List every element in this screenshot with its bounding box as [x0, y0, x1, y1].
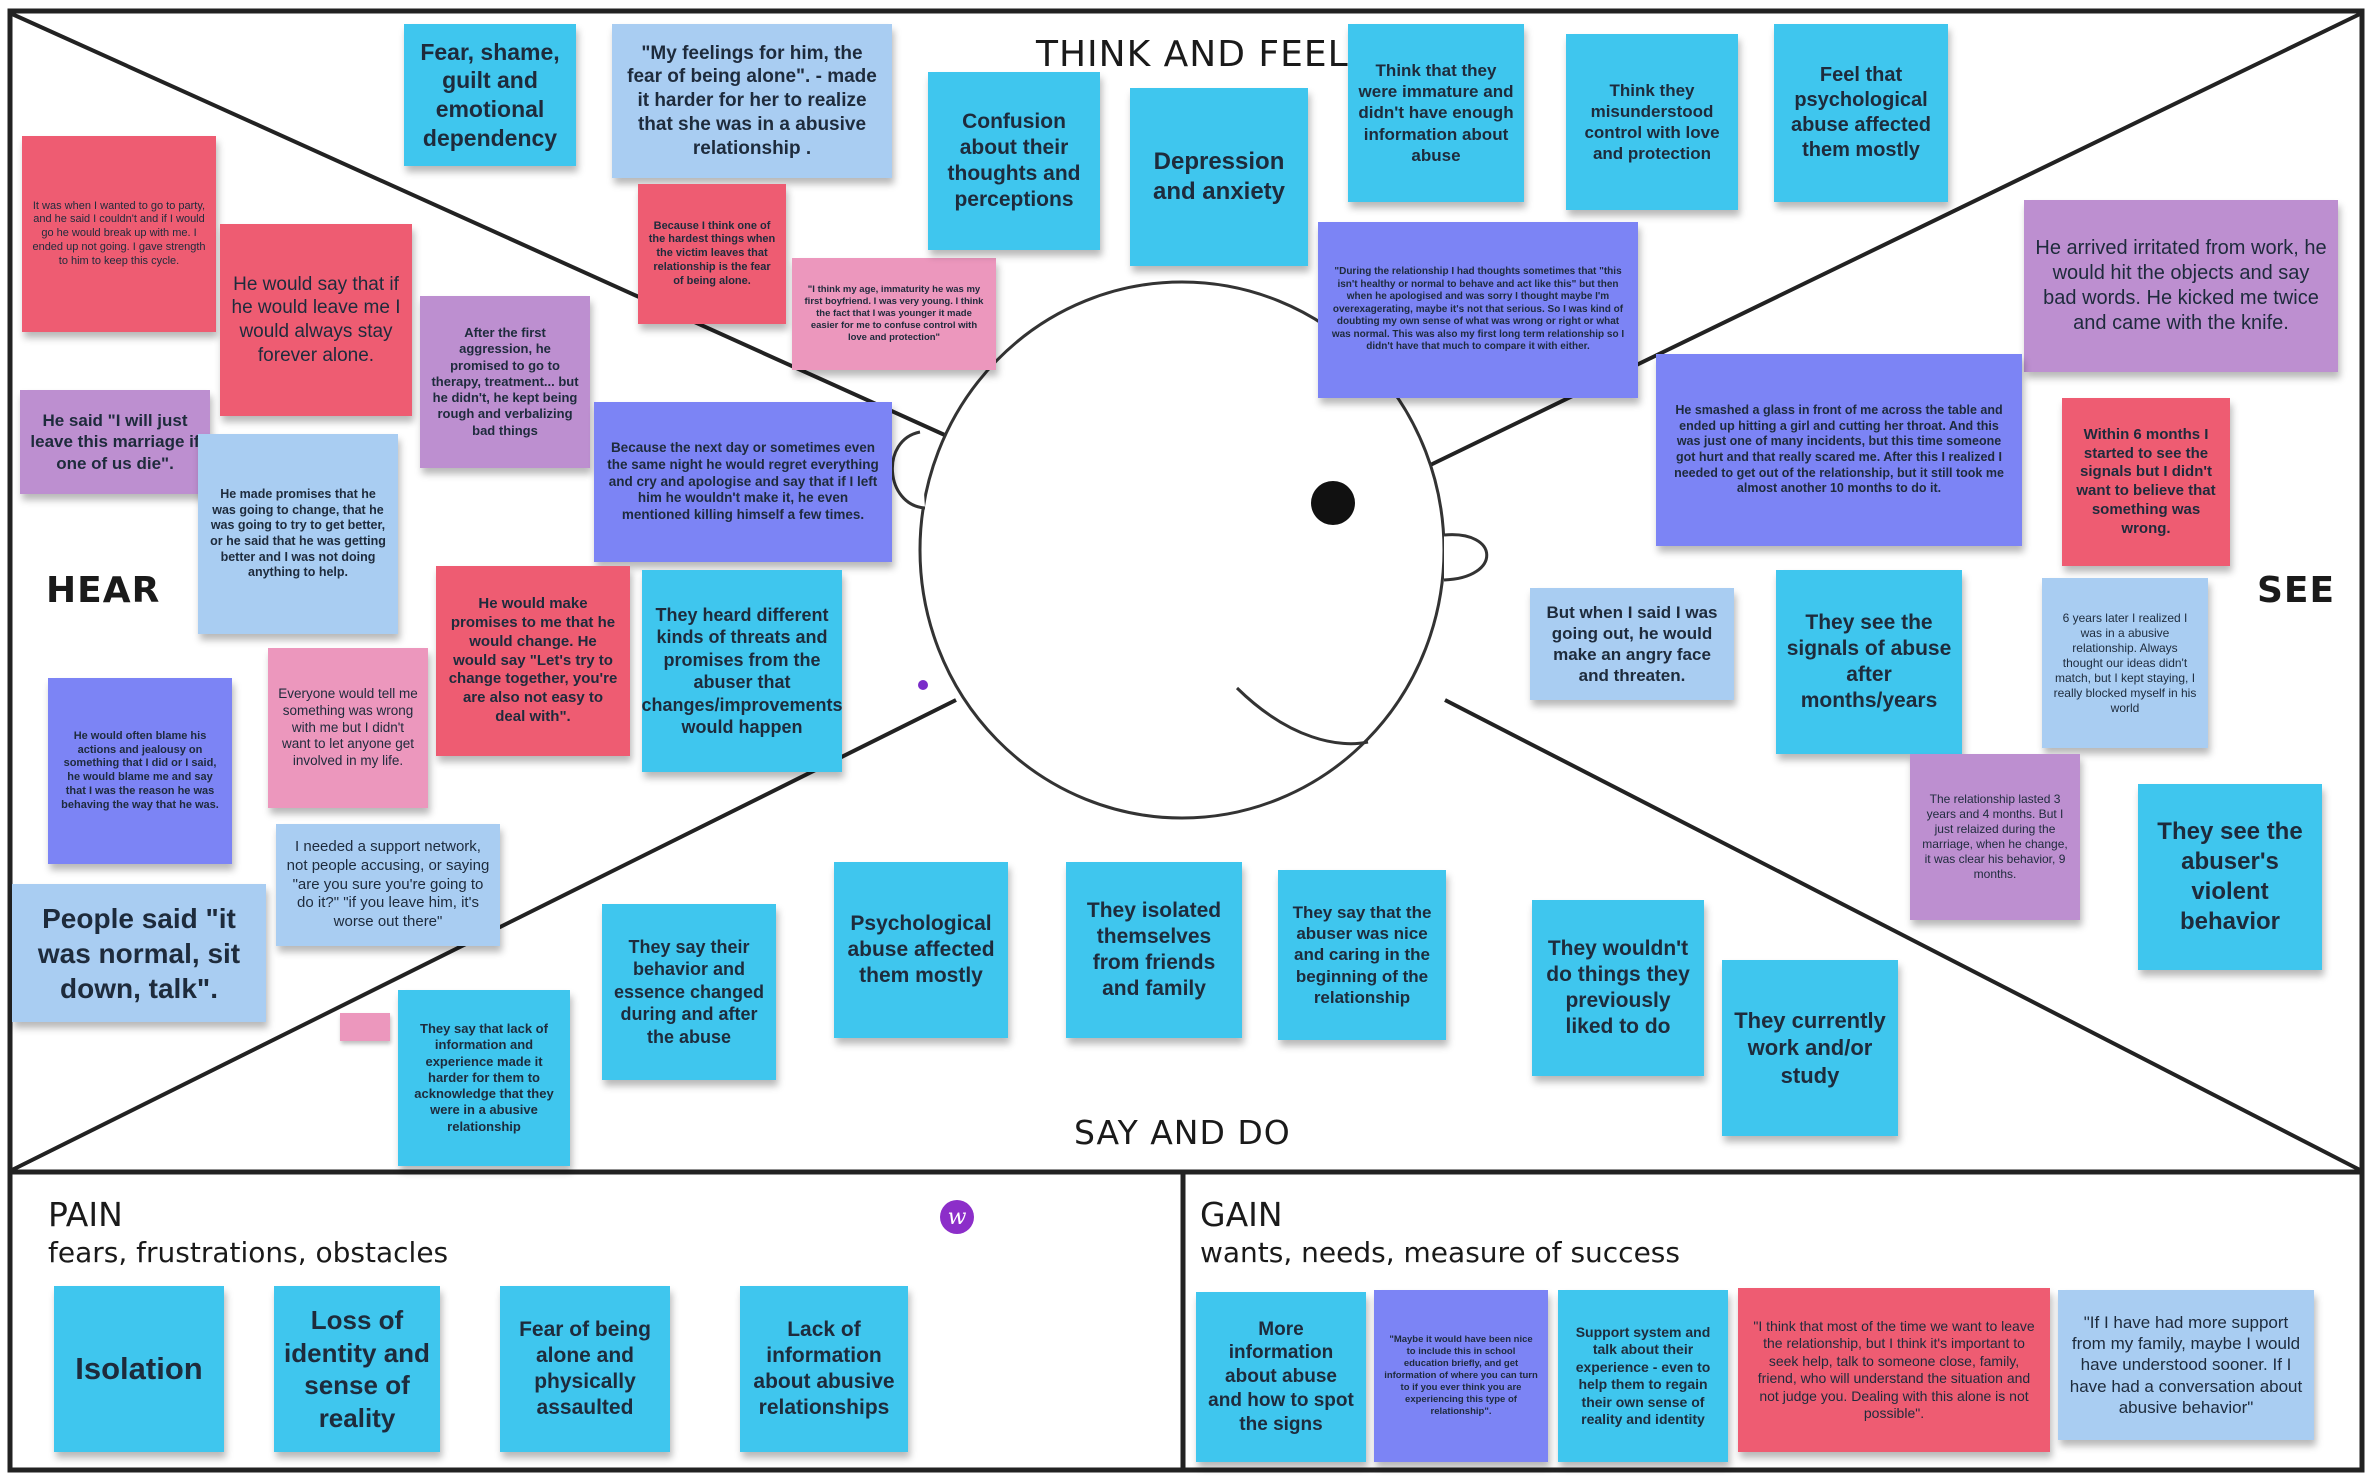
section-say-do: SAY AND DO — [1074, 1113, 1291, 1152]
note-promises-change[interactable]: He made promises that he was going to ch… — [198, 434, 398, 634]
note-heard-threats[interactable]: They heard different kinds of threats an… — [642, 570, 842, 772]
head-smile — [1235, 686, 1369, 746]
note-lack-info-pain[interactable]: Lack of information about abusive relati… — [740, 1286, 908, 1452]
note-six-years[interactable]: 6 years later I realized I was in a abus… — [2042, 578, 2208, 748]
note-lack-info-say[interactable]: They say that lack of information and ex… — [398, 990, 570, 1166]
note-immature[interactable]: Think that they were immature and didn't… — [1348, 24, 1524, 202]
note-most-of-time[interactable]: "I think that most of the time we want t… — [1738, 1288, 2050, 1452]
pain-title: PAIN — [48, 1195, 123, 1234]
note-i-think-my-age[interactable]: "I think my age, immaturity he was my fi… — [792, 258, 996, 370]
note-psych-abuse-top[interactable]: Feel that psychological abuse affected t… — [1774, 24, 1948, 202]
note-confusion[interactable]: Confusion about their thoughts and perce… — [928, 72, 1100, 250]
note-violent-behavior[interactable]: They see the abuser's violent behavior — [2138, 784, 2322, 970]
note-leave-marriage[interactable]: He said "I will just leave this marriage… — [20, 390, 210, 494]
note-always-stay[interactable]: He would say that if he would leave me I… — [220, 224, 412, 416]
note-party[interactable]: It was when I wanted to go to party, and… — [22, 136, 216, 332]
section-hear: HEAR — [46, 570, 161, 611]
note-psych-abuse-say[interactable]: Psychological abuse affected them mostly — [834, 862, 1008, 1038]
note-support-network[interactable]: I needed a support network, not people a… — [276, 824, 500, 946]
note-isolation[interactable]: Isolation — [54, 1286, 224, 1452]
note-fear-shame[interactable]: Fear, shame, guilt and emotional depende… — [404, 24, 576, 166]
note-first-aggression[interactable]: After the first aggression, he promised … — [420, 296, 590, 468]
cursor-dot — [918, 680, 928, 690]
note-next-day[interactable]: Because the next day or sometimes even t… — [594, 402, 892, 562]
note-angry-face[interactable]: But when I said I was going out, he woul… — [1530, 588, 1734, 700]
head-left-ear — [890, 430, 926, 510]
note-fear-alone[interactable]: Fear of being alone and physically assau… — [500, 1286, 670, 1452]
note-because-i-think[interactable]: Because I think one of the hardest thing… — [638, 184, 786, 324]
diagonal-bottom-right — [1444, 698, 2361, 1172]
note-people-said[interactable]: People said "it was normal, sit down, ta… — [12, 884, 266, 1022]
note-depression[interactable]: Depression and anxiety — [1130, 88, 1308, 266]
note-nice-caring[interactable]: They say that the abuser was nice and ca… — [1278, 870, 1446, 1040]
note-school-education[interactable]: "Maybe it would have been nice to includ… — [1374, 1290, 1548, 1462]
note-isolated[interactable]: They isolated themselves from friends an… — [1066, 862, 1242, 1038]
section-think-feel: THINK AND FEEL — [1036, 34, 1349, 75]
gain-subtitle: wants, needs, measure of success — [1200, 1236, 1680, 1269]
whiteboard-logo-icon[interactable]: w — [940, 1200, 974, 1234]
note-wouldnt-do[interactable]: They wouldn't do things they previously … — [1532, 900, 1704, 1076]
note-blame[interactable]: He would often blame his actions and jea… — [48, 678, 232, 864]
note-see-signals[interactable]: They see the signals of abuse after mont… — [1776, 570, 1962, 754]
outer-border — [7, 8, 2365, 1473]
note-smashed-glass[interactable]: He smashed a glass in front of me across… — [1656, 354, 2022, 546]
note-more-info[interactable]: More information about abuse and how to … — [1196, 1292, 1366, 1462]
gain-title: GAIN — [1200, 1195, 1283, 1234]
note-would-make-promises[interactable]: He would make promises to me that he wou… — [436, 566, 630, 756]
note-during-relationship[interactable]: "During the relationship I had thoughts … — [1318, 222, 1638, 398]
note-currently-work[interactable]: They currently work and/or study — [1722, 960, 1898, 1136]
note-more-support[interactable]: "If I have had more support from my fami… — [2058, 1290, 2314, 1440]
section-see: SEE — [2257, 570, 2336, 611]
note-lasted-3-years[interactable]: The relationship lasted 3 years and 4 mo… — [1910, 754, 2080, 920]
note-arrived-irritated[interactable]: He arrived irritated from work, he would… — [2024, 200, 2338, 372]
note-misunderstood[interactable]: Think they misunderstood control with lo… — [1566, 34, 1738, 210]
pain-subtitle: fears, frustrations, obstacles — [48, 1236, 449, 1269]
head-right-ear — [1443, 533, 1489, 582]
tiny-sticky-note[interactable] — [340, 1013, 390, 1041]
note-everyone-tell[interactable]: Everyone would tell me something was wro… — [268, 648, 428, 808]
head-eye — [1311, 481, 1355, 525]
note-within-6-months[interactable]: Within 6 months I started to see the sig… — [2062, 398, 2230, 566]
note-support-system[interactable]: Support system and talk about their expe… — [1558, 1290, 1728, 1462]
note-behavior-changed[interactable]: They say their behavior and essence chan… — [602, 904, 776, 1080]
note-my-feelings[interactable]: "My feelings for him, the fear of being … — [612, 24, 892, 178]
note-loss-identity[interactable]: Loss of identity and sense of reality — [274, 1286, 440, 1452]
